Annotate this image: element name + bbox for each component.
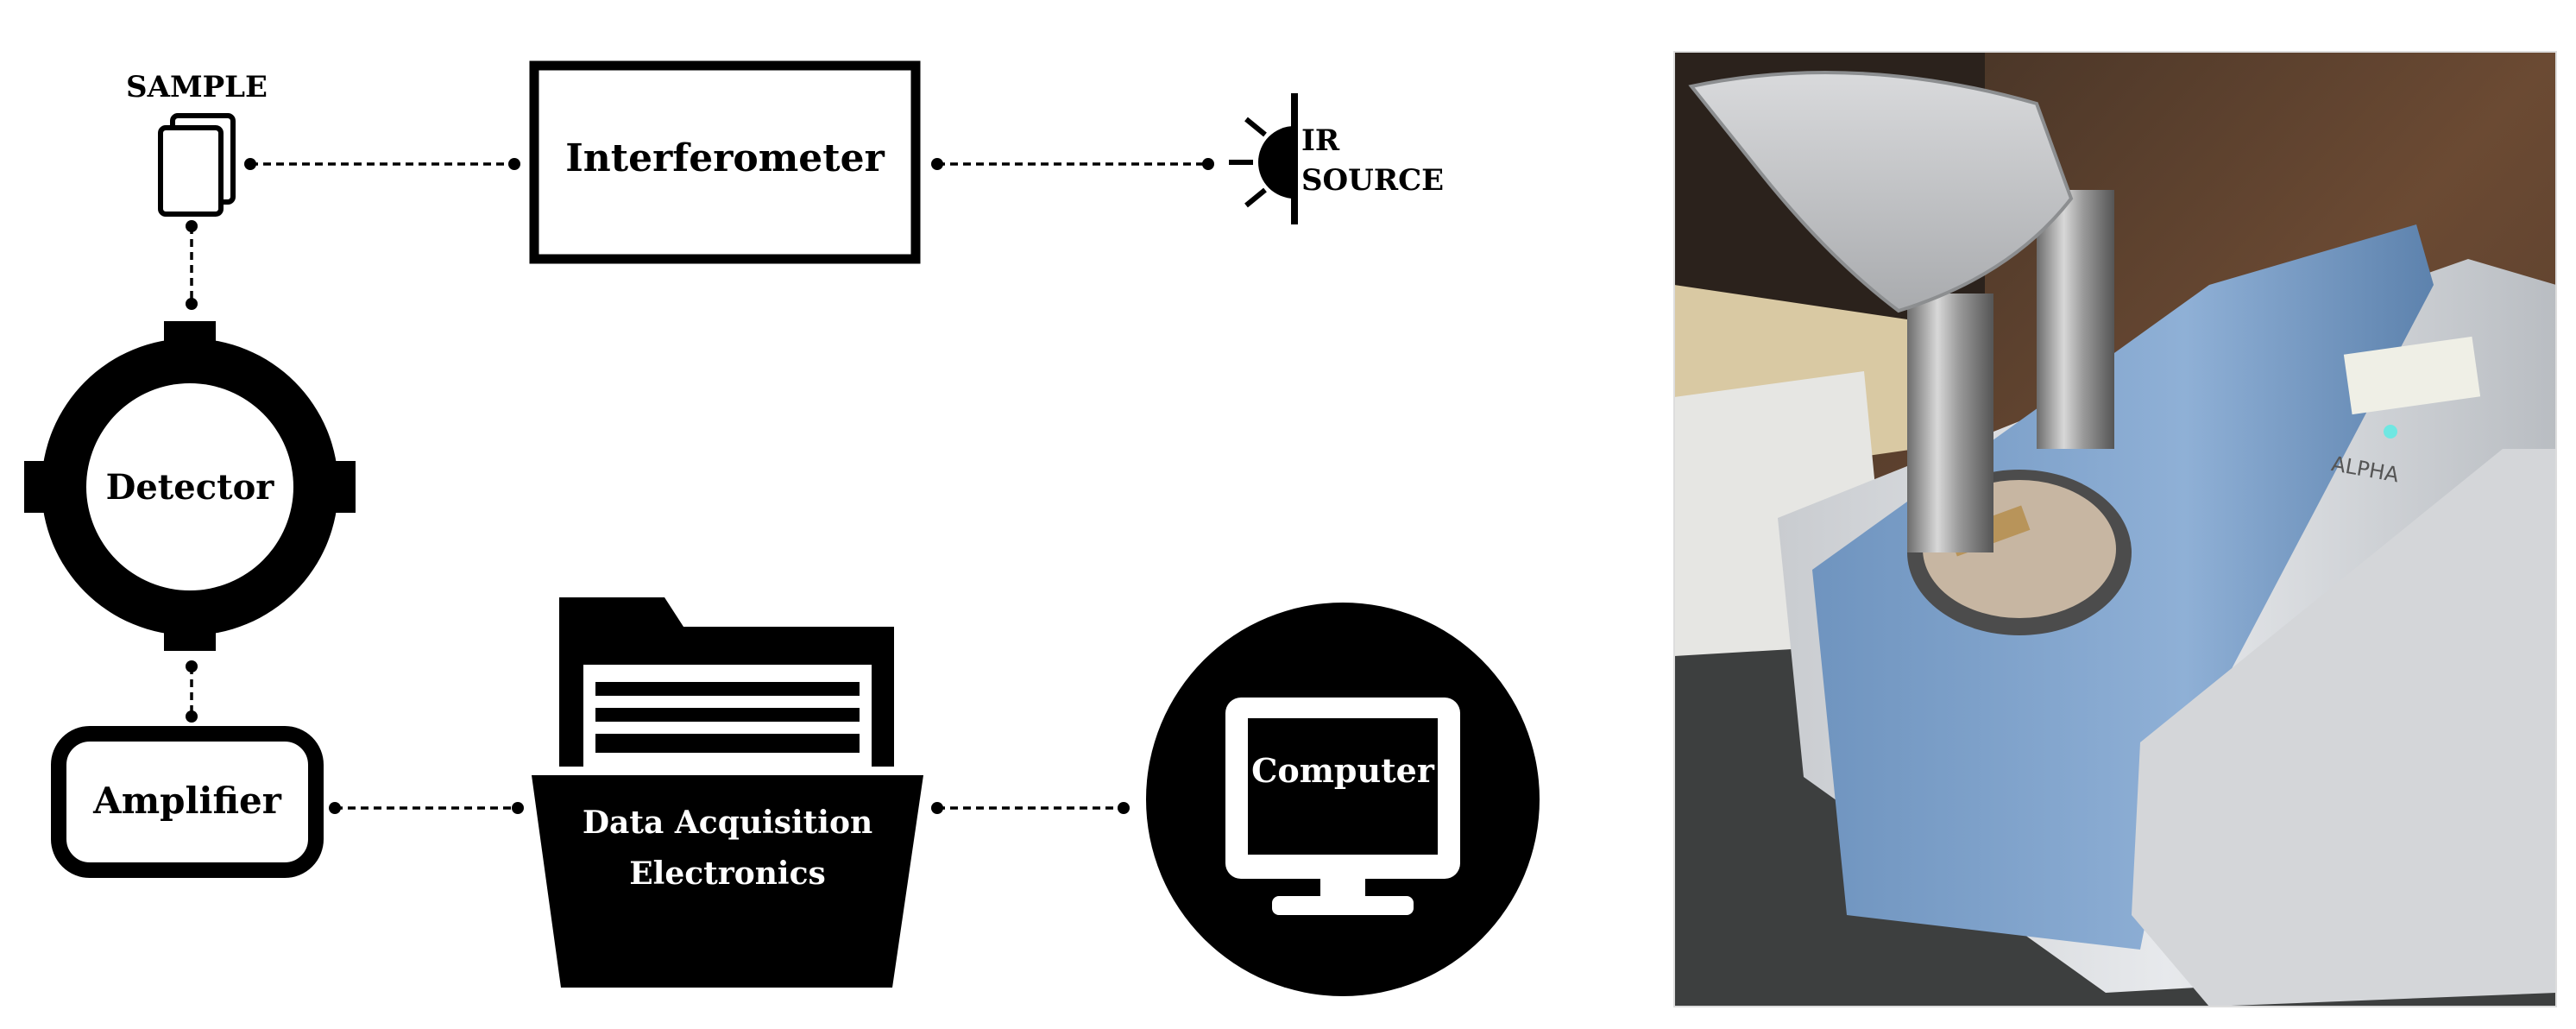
daq-label-line1: Data Acquisition	[583, 805, 872, 841]
computer-label: Computer	[1251, 751, 1435, 790]
interferometer-box	[529, 60, 921, 264]
amplifier-box	[51, 726, 324, 878]
folder-icon	[532, 597, 923, 988]
gear-ring-icon	[24, 321, 356, 651]
amplifier-label: Amplifier	[92, 780, 282, 822]
interferometer-label: Interferometer	[565, 136, 885, 180]
ir-source-label-line2: SOURCE	[1301, 163, 1444, 198]
document-stack-icon	[158, 113, 236, 217]
detector-label: Detector	[106, 467, 275, 508]
ir-source-label-line1: IR	[1301, 123, 1340, 158]
spectrometer-photo: ALPHA	[1673, 51, 2557, 1007]
daq-label-line2: Electronics	[629, 855, 826, 892]
block-diagram: SAMPLE Interferometer IR SOURCE Detector…	[24, 60, 1540, 996]
monitor-icon	[1146, 603, 1540, 996]
light-bulb-icon	[1229, 93, 1298, 224]
sample-label: SAMPLE	[126, 70, 268, 104]
